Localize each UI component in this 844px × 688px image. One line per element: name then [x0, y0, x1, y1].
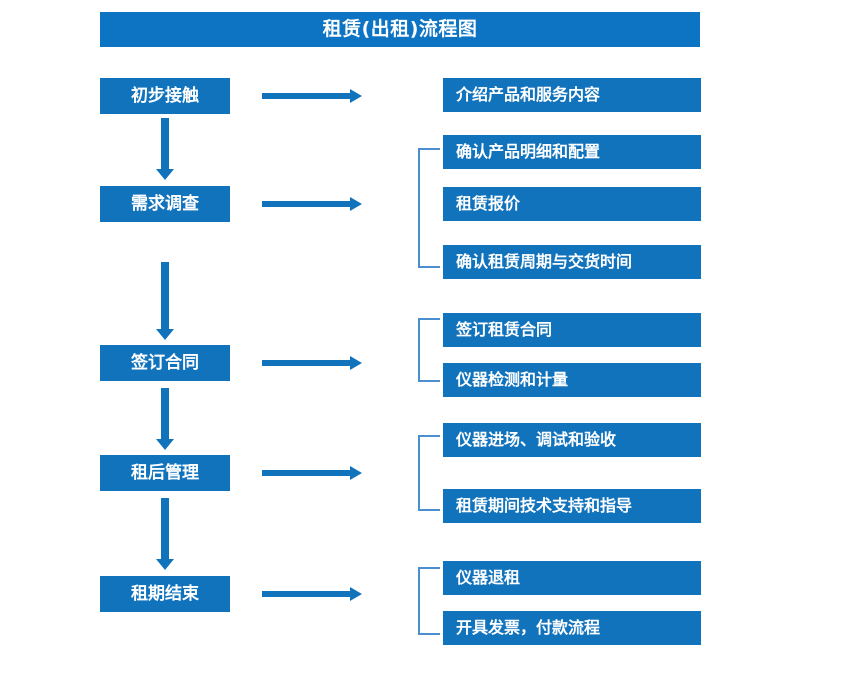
page-title: 租赁(出租)流程图 — [322, 18, 478, 40]
detail-label: 仪器退租 — [456, 568, 521, 587]
detail-box-rental-quotation[interactable]: 租赁报价 — [443, 187, 701, 221]
stage-box-post-rental-management[interactable]: 租后管理 — [100, 455, 230, 491]
right-arrow-icon-group-2 — [262, 195, 362, 213]
stage-box-rental-end[interactable]: 租期结束 — [100, 576, 230, 612]
stage-label: 租后管理 — [131, 462, 199, 483]
arrow-head — [350, 356, 362, 370]
right-arrow-icon-group-4 — [262, 464, 362, 482]
down-arrow-icon-contact-to-survey — [152, 118, 178, 180]
down-arrow-icon-management-to-end — [152, 498, 178, 570]
right-arrow-icon-group-3 — [262, 354, 362, 372]
stage-label: 初步接触 — [131, 85, 199, 106]
detail-label: 确认租赁周期与交货时间 — [456, 252, 633, 271]
detail-label: 仪器进场、调试和验收 — [456, 430, 617, 449]
detail-label: 开具发票，付款流程 — [456, 618, 601, 637]
arrow-head — [156, 169, 174, 180]
group-bracket-needs-survey — [418, 148, 440, 268]
group-bracket-rental-end — [418, 567, 440, 635]
detail-label: 仪器检测和计量 — [456, 370, 569, 389]
arrow-shaft — [161, 498, 169, 559]
right-arrow-icon-group-1 — [262, 87, 362, 105]
detail-box-instrument-inspection[interactable]: 仪器检测和计量 — [443, 363, 701, 397]
arrow-shaft — [161, 388, 169, 439]
detail-box-sign-rental-contract[interactable]: 签订租赁合同 — [443, 313, 701, 347]
stage-label: 签订合同 — [131, 352, 199, 373]
detail-box-instrument-return[interactable]: 仪器退租 — [443, 561, 701, 595]
detail-label: 介绍产品和服务内容 — [456, 85, 601, 104]
arrow-head — [350, 197, 362, 211]
down-arrow-icon-contract-to-management — [152, 388, 178, 450]
arrow-head — [156, 559, 174, 570]
detail-label: 租赁报价 — [456, 194, 521, 213]
arrow-shaft — [161, 118, 169, 169]
arrow-shaft — [161, 262, 169, 329]
group-bracket-sign-contract — [418, 318, 440, 382]
arrow-head — [350, 466, 362, 480]
arrow-shaft — [262, 591, 350, 597]
detail-box-technical-support[interactable]: 租赁期间技术支持和指导 — [443, 489, 701, 523]
stage-label: 租期结束 — [131, 583, 199, 604]
detail-label: 租赁期间技术支持和指导 — [456, 496, 633, 515]
arrow-shaft — [262, 201, 350, 207]
arrow-shaft — [262, 360, 350, 366]
down-arrow-icon-survey-to-contract — [152, 262, 178, 340]
stage-box-initial-contact[interactable]: 初步接触 — [100, 78, 230, 114]
right-arrow-icon-group-5 — [262, 585, 362, 603]
diagram-title-banner: 租赁(出租)流程图 — [100, 12, 700, 47]
arrow-head — [156, 329, 174, 340]
detail-label: 确认产品明细和配置 — [456, 142, 601, 161]
stage-label: 需求调查 — [131, 193, 199, 214]
arrow-shaft — [262, 470, 350, 476]
detail-box-invoice-payment[interactable]: 开具发票，付款流程 — [443, 611, 701, 645]
arrow-shaft — [262, 93, 350, 99]
detail-box-confirm-period-delivery[interactable]: 确认租赁周期与交货时间 — [443, 245, 701, 279]
arrow-head — [350, 89, 362, 103]
detail-label: 签订租赁合同 — [456, 320, 553, 339]
detail-box-instrument-entry-commissioning[interactable]: 仪器进场、调试和验收 — [443, 423, 701, 457]
stage-box-sign-contract[interactable]: 签订合同 — [100, 345, 230, 381]
arrow-head — [156, 439, 174, 450]
detail-box-introduce-products[interactable]: 介绍产品和服务内容 — [443, 78, 701, 112]
group-bracket-post-rental-management — [418, 435, 440, 511]
detail-box-confirm-product-spec[interactable]: 确认产品明细和配置 — [443, 135, 701, 169]
arrow-head — [350, 587, 362, 601]
stage-box-needs-survey[interactable]: 需求调查 — [100, 186, 230, 222]
